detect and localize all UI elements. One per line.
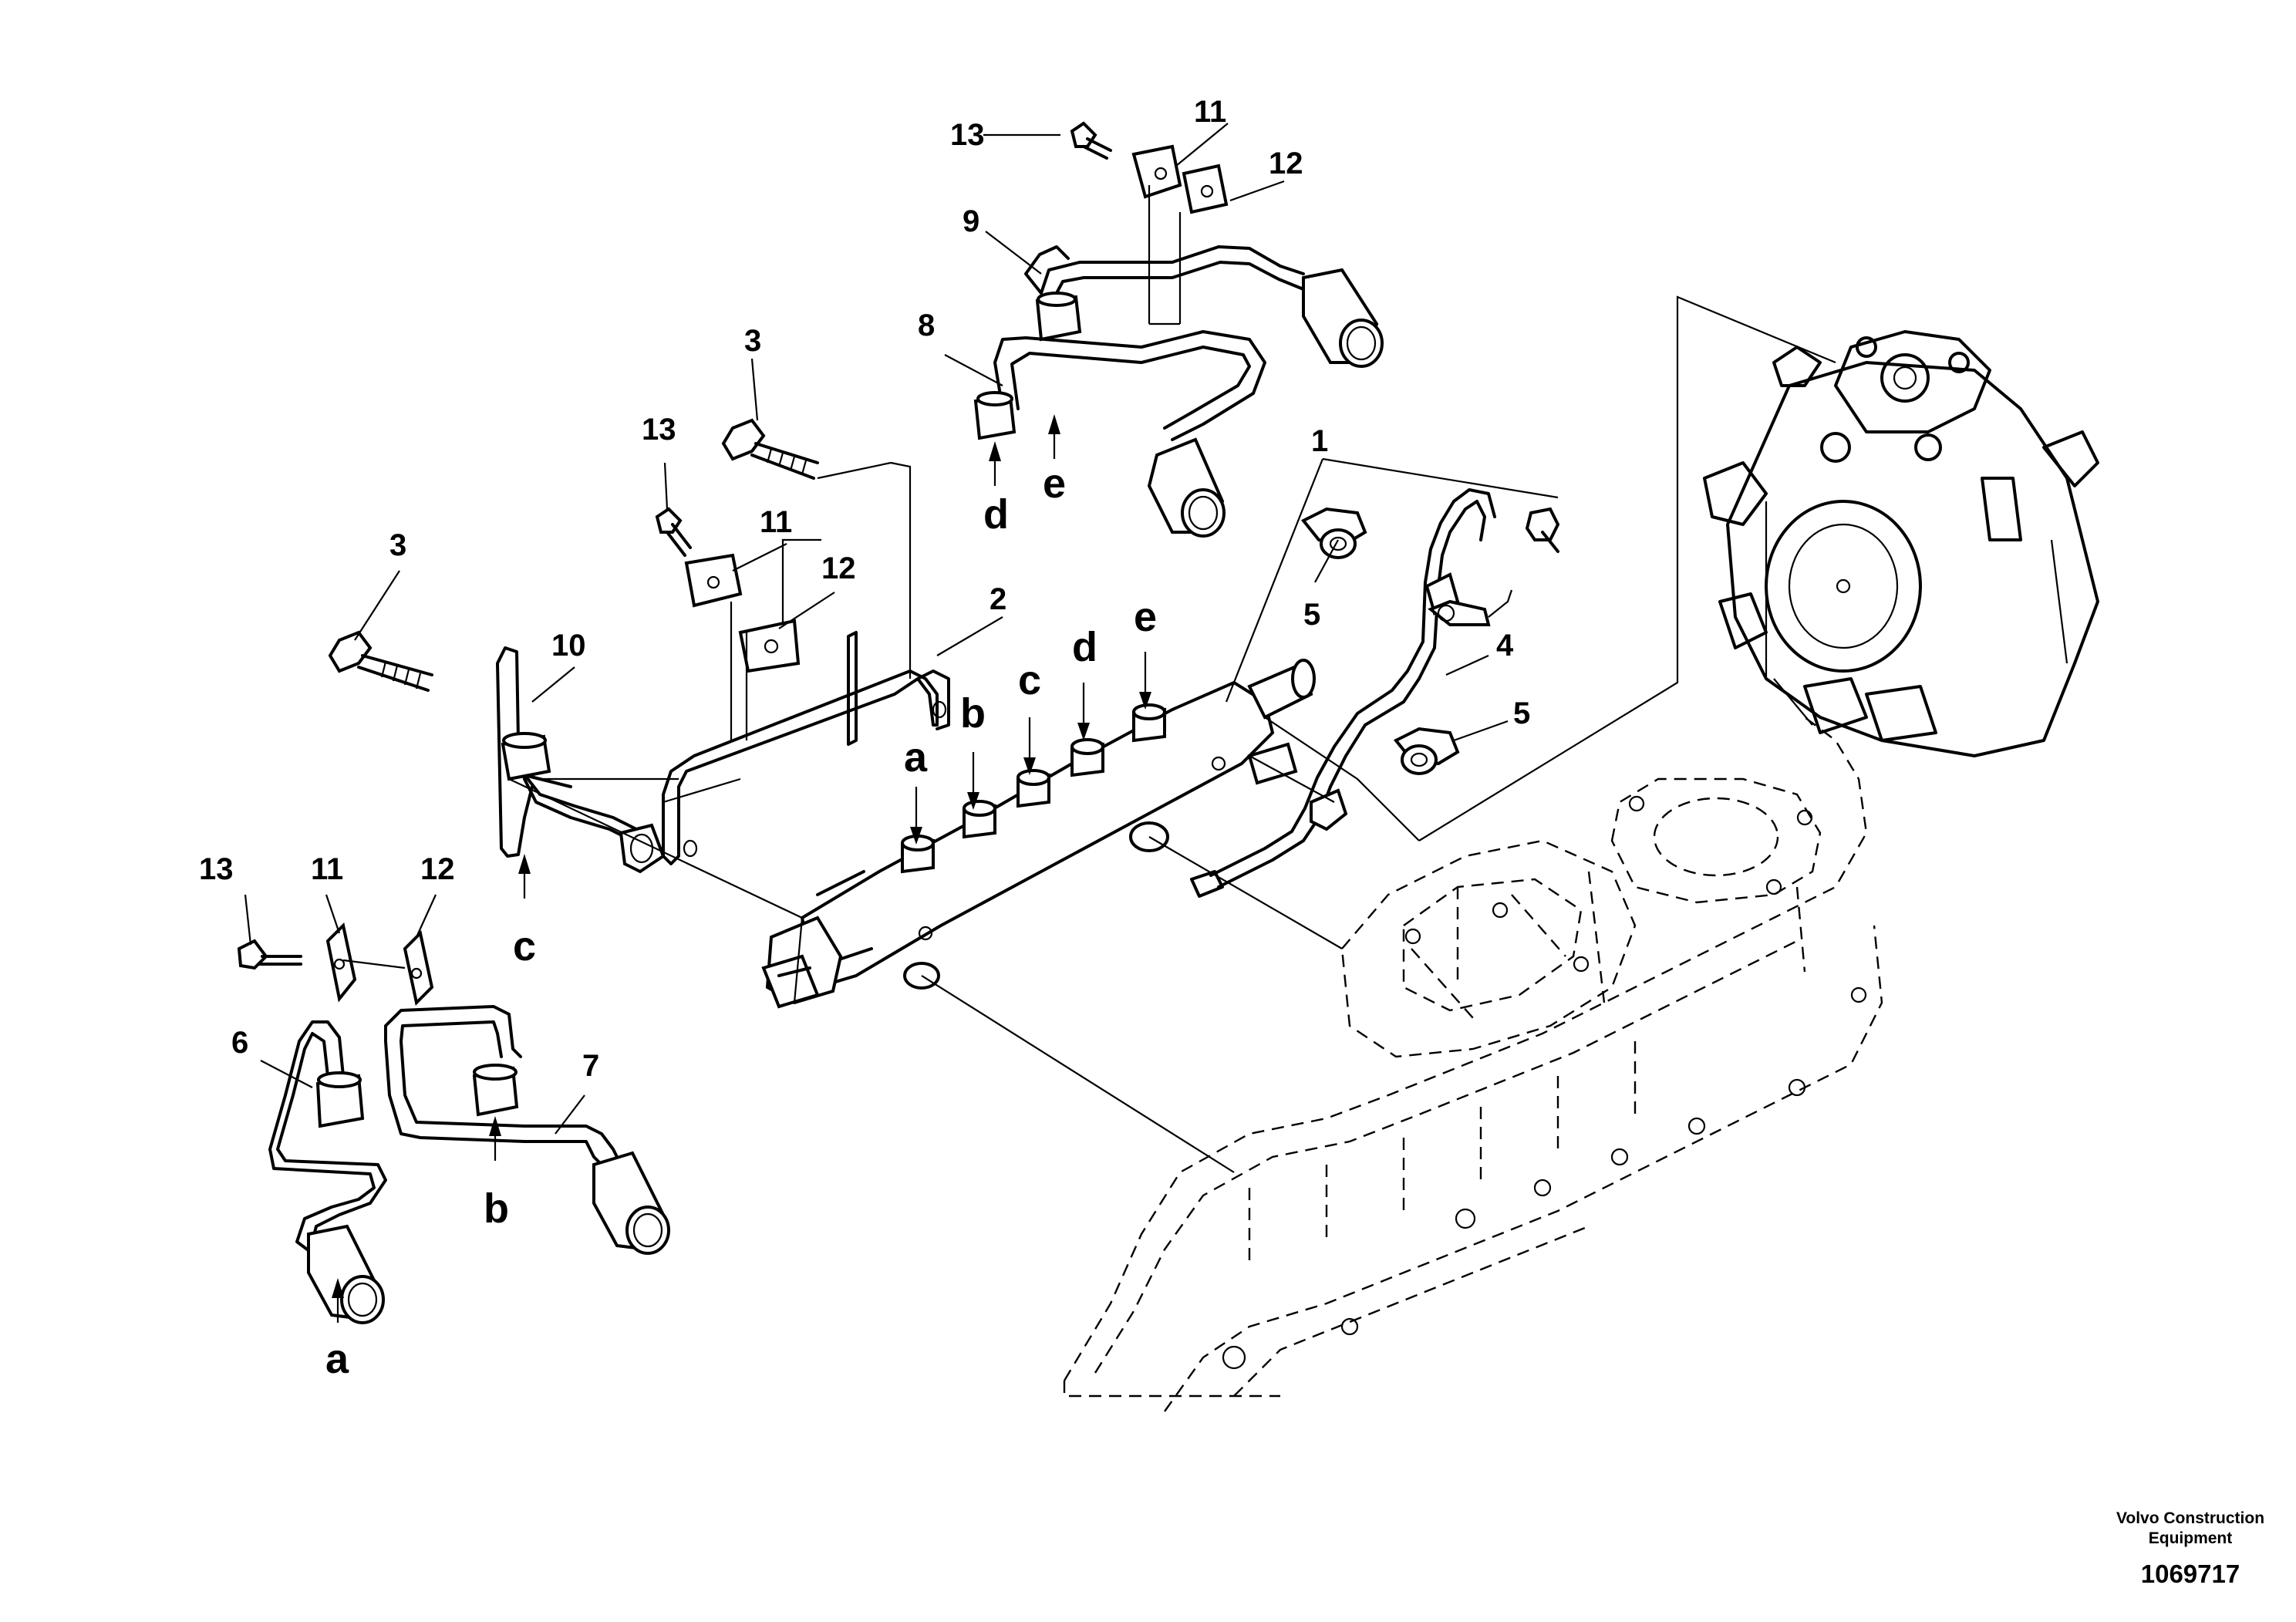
callout-11-lower: 11 (311, 852, 343, 886)
callout-5-upper: 5 (1303, 598, 1320, 632)
pipe10-letter-c: c (513, 923, 536, 969)
callout-6: 6 (231, 1026, 248, 1060)
fuel-pipe-4 (1190, 488, 1513, 898)
bracket-tab (916, 669, 950, 730)
rail-letter-a: a (904, 734, 928, 781)
pipe8-letter-d: d (983, 491, 1009, 538)
bracket-stud (847, 631, 858, 746)
connection-arrows (332, 414, 1151, 1323)
injection-pipe-7 (384, 1005, 670, 1255)
callout-1: 1 (1311, 424, 1328, 458)
callout-13-top: 13 (950, 118, 985, 152)
callout-2: 2 (990, 582, 1006, 616)
rail-letter-d: d (1072, 624, 1097, 670)
bolt-right (1525, 507, 1560, 553)
callout-8: 8 (918, 309, 935, 342)
callout-10: 10 (551, 629, 586, 663)
pump-leader-line (1418, 295, 1836, 841)
clamp-set-lower (237, 922, 434, 1007)
injection-pipe-10 (496, 646, 741, 874)
rail-letter-b: b (960, 690, 986, 737)
rail-letter-c: c (1018, 657, 1041, 703)
injection-pipe-9 (1024, 245, 1384, 368)
pipe6-letter-a: a (325, 1336, 349, 1382)
callout-13-lower: 13 (199, 852, 234, 886)
pipe9-letter-e: e (1043, 460, 1066, 507)
callout-4: 4 (1496, 629, 1514, 663)
callout-12-top: 12 (1269, 147, 1303, 180)
leader-lines (244, 123, 1559, 1173)
common-rail (761, 659, 1316, 1009)
callout-9: 9 (963, 204, 979, 238)
bolt-3-upper (721, 418, 819, 480)
callout-13-middle: 13 (642, 413, 676, 447)
credit-line-1: Volvo Construction (2116, 1509, 2264, 1527)
clamp-set-middle (655, 507, 821, 740)
injection-pipe-6 (268, 1020, 387, 1324)
seal-5-lower (1393, 727, 1460, 775)
callout-12-middle: 12 (821, 551, 856, 585)
rail-bracket (662, 669, 939, 865)
callout-5-lower: 5 (1513, 696, 1530, 730)
engine-housing-outline (1063, 717, 1883, 1412)
injection-pipe-8 (973, 330, 1266, 538)
bolt-3-left (328, 630, 433, 692)
seal-5-upper (1300, 507, 1367, 559)
callout-3-upper: 3 (744, 324, 761, 358)
rail-letter-e: e (1134, 594, 1157, 640)
pipe7-letter-b: b (484, 1185, 509, 1232)
callout-11-middle: 11 (760, 505, 792, 539)
drawing-number: 1069717 (2141, 1560, 2240, 1588)
callout-3-left: 3 (389, 528, 406, 562)
callout-7: 7 (582, 1049, 599, 1083)
clamp-set-top (1070, 121, 1229, 325)
callout-12-lower: 12 (420, 852, 455, 886)
callout-11-top: 11 (1194, 95, 1226, 129)
high-pressure-pump (1703, 330, 2099, 757)
credit-line-2: Equipment (2149, 1529, 2233, 1547)
